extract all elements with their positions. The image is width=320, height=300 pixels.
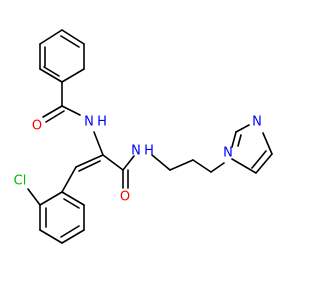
- bond: [61, 191, 85, 206]
- bond: [60, 225, 80, 238]
- nitrogen-label-amide-top: N: [84, 115, 94, 130]
- atom-label-layer: O N H N H O N N Cl: [14, 115, 262, 205]
- hydrogen-label-amide-right: H: [144, 144, 154, 159]
- bond: [237, 134, 242, 147]
- background: [0, 0, 300, 300]
- bond: [251, 150, 267, 169]
- bond: [78, 160, 101, 172]
- bond: [169, 159, 194, 171]
- hydrogen-label-amide-top: H: [97, 115, 107, 130]
- bond: [61, 166, 77, 193]
- bond: [93, 131, 104, 156]
- bond: [39, 229, 63, 244]
- bond: [27, 188, 41, 206]
- bond: [192, 159, 212, 173]
- bond: [39, 29, 63, 45]
- nitrogen-label-imidazole-ring: N: [223, 146, 233, 161]
- bond-layer: [27, 29, 273, 244]
- nitrogen-label-imidazole-top: N: [252, 115, 262, 130]
- chlorine-label: Cl: [14, 174, 27, 189]
- bond: [262, 132, 273, 155]
- bond: [210, 162, 225, 173]
- bond: [61, 68, 85, 83]
- bond: [255, 153, 273, 174]
- bond: [63, 198, 80, 209]
- bond: [102, 154, 124, 171]
- bond: [61, 105, 81, 116]
- bond: [231, 158, 257, 174]
- bond: [61, 29, 85, 45]
- bond: [42, 105, 63, 118]
- bond: [61, 229, 85, 244]
- bond: [43, 66, 60, 77]
- chemical-structure: O N H N H O N N Cl: [0, 0, 300, 300]
- nitrogen-label-amide-right: N: [131, 144, 141, 159]
- bond: [231, 131, 237, 148]
- bond: [151, 154, 171, 171]
- bond: [39, 68, 63, 83]
- bond: [235, 124, 250, 133]
- bond: [39, 191, 63, 206]
- bond: [122, 155, 135, 171]
- oxygen-label-benzoyl: O: [32, 119, 42, 134]
- oxygen-label-amide: O: [120, 190, 130, 205]
- bond: [45, 110, 65, 123]
- bond: [75, 154, 104, 168]
- bond: [60, 35, 80, 48]
